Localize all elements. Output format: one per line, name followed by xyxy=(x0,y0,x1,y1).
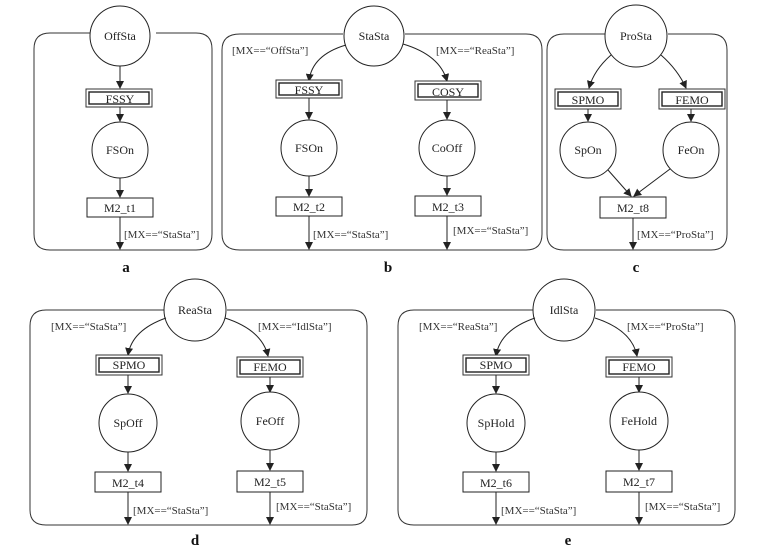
arc xyxy=(125,317,167,356)
substitution-transition-inner xyxy=(465,357,527,373)
transition-m2-t3 xyxy=(414,195,482,217)
panel-b-frame xyxy=(221,33,543,251)
place-label: CoOff xyxy=(432,141,462,155)
guard-label: [MX==“StaSta”] xyxy=(501,505,576,517)
panel-a: OffSta FSSY FSOn M2_t1 [MX==“StaSta”] a xyxy=(33,5,213,276)
transition-label: M2_t7 xyxy=(623,475,655,489)
panel-e-frame xyxy=(397,309,736,526)
transition-label: M2_t5 xyxy=(254,475,286,489)
arc xyxy=(607,169,632,197)
substitution-transition-inner xyxy=(98,357,160,373)
guard-label: [MX==“StaSta”] xyxy=(124,229,199,241)
transition-label: SPMO xyxy=(480,358,513,372)
place-label: IdlSta xyxy=(550,303,579,317)
guard-label: [MX==“StaSta”] xyxy=(276,501,351,513)
transition-label: SPMO xyxy=(113,358,146,372)
arc xyxy=(660,54,687,89)
guard-label: [MX==“StaSta”] xyxy=(645,501,720,513)
transition-label: M2_t1 xyxy=(104,201,136,215)
caption-d: d xyxy=(191,533,200,549)
guard-label: [MX==“StaSta”] xyxy=(313,229,388,241)
transition-label: M2_t4 xyxy=(112,476,144,490)
arc xyxy=(305,44,347,82)
place-label: SpOn xyxy=(574,143,601,157)
substitution-transition-inner xyxy=(278,82,340,96)
substitution-transition-inner xyxy=(417,83,479,98)
guard-label: [MX==“ProSta”] xyxy=(627,321,704,333)
guard-label: [MX==“StaSta”] xyxy=(133,505,208,517)
guard-label: [MX==“ProSta”] xyxy=(637,229,714,241)
transition-label: M2_t6 xyxy=(480,476,512,490)
transition-label: COSY xyxy=(432,85,464,99)
place-label: FeHold xyxy=(621,414,657,428)
substitution-transition-inner xyxy=(661,91,723,107)
place-label: ProSta xyxy=(620,29,653,43)
guard-label: [MX==“IdlSta”] xyxy=(258,321,332,333)
place-label: ReaSta xyxy=(178,303,213,317)
arc xyxy=(594,317,640,357)
panel-e: IdlSta [MX==“ReaSta”] [MX==“ProSta”] SPM… xyxy=(397,278,736,549)
place-idlsta xyxy=(532,278,596,342)
transition-label: FEMO xyxy=(253,360,287,374)
panel-a-frame xyxy=(33,32,213,251)
place-prosta xyxy=(604,4,668,68)
arc xyxy=(402,43,450,82)
transition-label: M2_t8 xyxy=(617,201,649,215)
transition-label: FEMO xyxy=(622,360,656,374)
guard-label: [MX==“StaSta”] xyxy=(453,225,528,237)
panel-b: StaSta [MX==“OffSta”] [MX==“ReaSta”] FSS… xyxy=(221,5,543,276)
guard-label: [MX==“OffSta”] xyxy=(232,45,308,57)
place-label: OffSta xyxy=(104,29,136,43)
guard-label: [MX==“ReaSta”] xyxy=(436,45,514,57)
panel-c-frame xyxy=(546,33,728,251)
arc xyxy=(224,317,271,357)
guard-label: [MX==“StaSta”] xyxy=(51,321,126,333)
place-feon xyxy=(662,121,720,179)
place-label: SpOff xyxy=(113,416,142,430)
panel-c: ProSta SPMO SpOn FEMO FeOn M2_t8 [MX==“P… xyxy=(546,4,728,276)
transition-label: FEMO xyxy=(675,93,709,107)
place-label: FeOn xyxy=(678,143,705,157)
guard-label: [MX==“ReaSta”] xyxy=(419,321,497,333)
place-label: FeOff xyxy=(256,414,284,428)
panel-d: ReaSta [MX==“StaSta”] [MX==“IdlSta”] SPM… xyxy=(29,278,368,549)
caption-c: c xyxy=(633,260,640,276)
place-measta xyxy=(163,278,227,342)
arc xyxy=(493,317,536,357)
caption-b: b xyxy=(384,260,392,276)
place-spon xyxy=(559,121,617,179)
substitution-transition-inner xyxy=(239,359,301,375)
substitution-transition-inner xyxy=(88,91,150,105)
substitution-transition-inner xyxy=(608,359,670,375)
caption-a: a xyxy=(122,260,130,276)
caption-e: e xyxy=(565,533,572,549)
transition-label: M2_t3 xyxy=(432,200,464,214)
panel-d-frame xyxy=(29,309,368,526)
transition-label: FSSY xyxy=(106,92,135,106)
place-label: StaSta xyxy=(359,29,390,43)
place-stasta xyxy=(343,5,405,67)
arc xyxy=(587,54,612,89)
transition-label: SPMO xyxy=(572,93,605,107)
place-label: SpHold xyxy=(478,416,515,430)
transition-label: FSSY xyxy=(295,83,324,97)
place-label: FSOn xyxy=(106,143,134,157)
arc xyxy=(633,168,671,197)
substitution-transition-inner xyxy=(557,91,619,107)
transition-label: M2_t2 xyxy=(293,200,325,214)
place-label: FSOn xyxy=(295,141,323,155)
